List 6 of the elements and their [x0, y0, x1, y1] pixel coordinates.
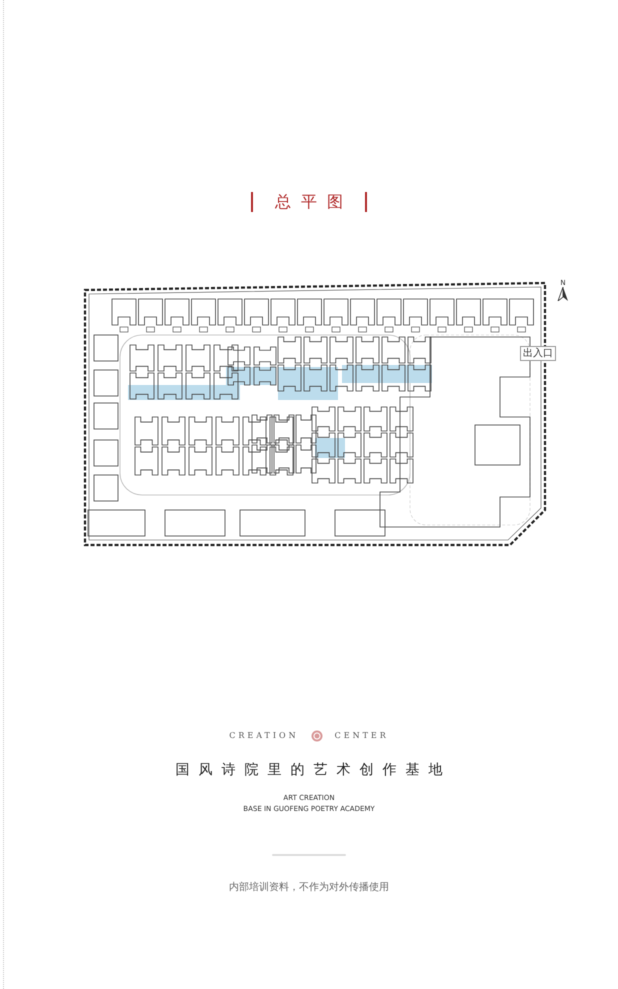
brand-line-text: CENTER	[334, 730, 389, 742]
title: 总平图	[274, 191, 353, 213]
slogan: 国风诗院里的艺术创作基地	[174, 761, 452, 780]
brand-line-text: CREATION	[229, 730, 299, 742]
entrance-label: 出入口	[520, 346, 556, 361]
disclaimer: 内部培训资料，不作为对外传播使用	[228, 880, 390, 895]
